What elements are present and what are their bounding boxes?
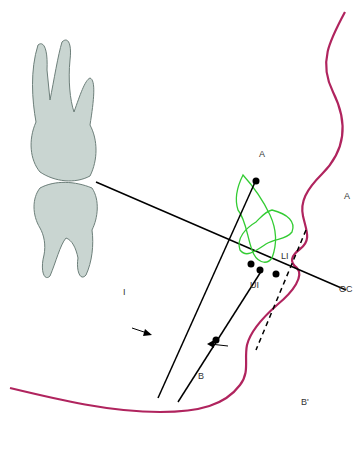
point-label: B bbox=[198, 372, 204, 381]
upper-molar bbox=[31, 40, 96, 181]
point-label: LI bbox=[281, 252, 289, 261]
arrow-head bbox=[207, 340, 214, 348]
reference-line bbox=[178, 270, 262, 402]
lower-incisor bbox=[239, 210, 293, 254]
point-label: I bbox=[123, 288, 126, 297]
point bbox=[248, 261, 255, 268]
dashed-line bbox=[256, 230, 306, 350]
occlusal-line bbox=[96, 182, 346, 290]
point bbox=[257, 267, 264, 274]
point-label: A bbox=[344, 192, 350, 201]
point-label: OC bbox=[339, 285, 353, 294]
soft-tissue-profile bbox=[10, 12, 345, 412]
point-label: A bbox=[259, 150, 265, 159]
arrow-head bbox=[143, 329, 152, 336]
lower-molar bbox=[34, 182, 97, 277]
reference-line bbox=[158, 180, 256, 398]
upper-incisor bbox=[236, 175, 275, 262]
point bbox=[253, 178, 260, 185]
point bbox=[273, 271, 280, 278]
point-label: UI bbox=[250, 281, 259, 290]
point-label: B' bbox=[301, 398, 309, 407]
